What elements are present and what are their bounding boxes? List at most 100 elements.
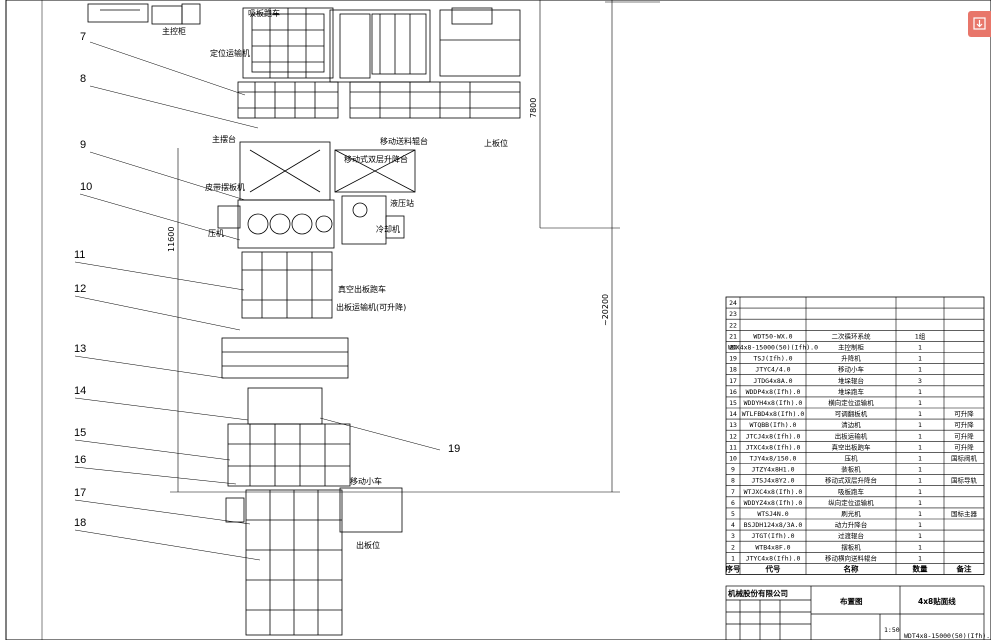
bom-cell-no: 12 xyxy=(729,432,737,440)
balloon-16: 16 xyxy=(74,454,86,466)
bom-cell-note: 国标主器 xyxy=(951,509,978,518)
bom-cell-note: 国标阀机 xyxy=(951,454,978,463)
bom-cell-qty: 1 xyxy=(918,455,922,463)
label-upper-board: 上板位 xyxy=(484,138,508,148)
balloon-18: 18 xyxy=(74,517,86,529)
bom-cell-no: 6 xyxy=(731,499,735,507)
bom-cell-note: 可升降 xyxy=(954,431,974,440)
label-suction-carrier: 吸板跑车 xyxy=(248,8,280,18)
bom-cell-code: WTJXC4x8(Ifh).0 xyxy=(744,488,803,496)
bom-cell-qty: 1 xyxy=(918,388,922,396)
label-transfer-cart: 移动小车 xyxy=(350,476,382,486)
bom-cell-note: 可升降 xyxy=(954,442,974,451)
balloon-13: 13 xyxy=(74,343,86,355)
bom-cell-name: 过渡辊台 xyxy=(838,531,864,540)
bom-cell-name: 横向定位运输机 xyxy=(828,398,874,407)
bom-cell-code: JTCJ4x8(Ifh).0 xyxy=(746,432,801,440)
bom-cell-name: 二次循环系统 xyxy=(832,331,872,340)
bom-cell-name: 压机 xyxy=(845,454,859,463)
balloon-17: 17 xyxy=(74,487,86,499)
bom-cell-name: 出板运输机 xyxy=(835,431,868,440)
bom-cell-code: JTXC4x8(Ifh).0 xyxy=(746,443,801,451)
bom-cell-no: 14 xyxy=(729,410,737,418)
bom-cell-no: 13 xyxy=(729,421,737,429)
bom-cell-no: 18 xyxy=(729,366,737,374)
bom-cell-qty: 1 xyxy=(918,499,922,507)
bom-header-seq: 序号 xyxy=(726,564,741,574)
title-block xyxy=(725,585,985,640)
bom-cell-code: JTGT(Ifh).0 xyxy=(751,532,794,540)
bom-cell-name: 移动横向送料辊台 xyxy=(825,553,877,562)
label-output-board: 出板位 xyxy=(356,540,380,550)
bom-cell-qty: 1 xyxy=(918,432,922,440)
bom-cell-qty: 1 xyxy=(918,410,922,418)
bom-cell-code: TJY4x8/150.0 xyxy=(750,455,797,463)
bom-cell-qty: 1 xyxy=(918,477,922,485)
drawing-code: WDT4x8-15000(50)(Ifh).0 xyxy=(904,632,991,640)
bom-cell-no: 20 xyxy=(729,344,737,352)
bom-cell-code: WTB4x8F.0 xyxy=(755,543,790,551)
bom-cell-no: 19 xyxy=(729,355,737,363)
label-press: 压机 xyxy=(208,228,224,238)
bom-cell-code: WTQBB(Ifh).0 xyxy=(750,421,797,429)
bom-cell-no: 22 xyxy=(729,321,737,329)
bom-cell-qty: 1 xyxy=(918,355,922,363)
bom-cell-no: 23 xyxy=(729,310,737,318)
balloon-10: 10 xyxy=(80,181,92,193)
balloon-8: 8 xyxy=(80,73,86,85)
bom-cell-qty: 1 xyxy=(918,510,922,518)
drawing-frame xyxy=(5,0,991,640)
balloon-9: 9 xyxy=(80,139,86,151)
balloon-15: 15 xyxy=(74,427,86,439)
bom-cell-code: TSJ(Ifh).0 xyxy=(753,355,792,363)
download-icon xyxy=(973,17,986,30)
bom-cell-name: 清边机 xyxy=(841,420,861,429)
bom-cell-name: 动力升降台 xyxy=(835,520,868,529)
bom-cell-code: JTZY4x8H1.0 xyxy=(751,466,794,474)
bom-cell-qty: 1 xyxy=(918,399,922,407)
bom-cell-code: WDT50-WX.0 xyxy=(753,332,792,340)
bom-cell-code: JTYC4/4.0 xyxy=(755,366,790,374)
bom-cell-code: JTDG4x8A.0 xyxy=(753,377,792,385)
bom-cell-name: 可调翻板机 xyxy=(835,409,868,418)
bom-cell-note: 可升降 xyxy=(954,420,974,429)
bom-cell-no: 10 xyxy=(729,455,737,463)
bom-cell-qty: 1 xyxy=(918,443,922,451)
label-belt-machine: 皮带摆板机 xyxy=(205,182,245,192)
balloon-14: 14 xyxy=(74,385,86,397)
bom-header-qty: 数量 xyxy=(913,564,928,574)
label-outfeed: 出板运输机(可升降) xyxy=(336,302,406,312)
bom-header-name: 名称 xyxy=(844,564,859,574)
balloon-19: 19 xyxy=(448,443,460,455)
bom-cell-code: JTSJ4x8Y2.0 xyxy=(751,477,794,485)
bom-cell-no: 3 xyxy=(731,532,735,540)
download-button[interactable] xyxy=(968,11,991,37)
dim-20200: ~20200 xyxy=(601,294,610,326)
bom-cell-qty: 1组 xyxy=(915,331,926,340)
bom-cell-qty: 1 xyxy=(918,421,922,429)
bom-cell-no: 16 xyxy=(729,388,737,396)
bom-cell-no: 11 xyxy=(729,443,737,451)
bom-cell-code: JTYC4x8(Ifh).0 xyxy=(746,554,801,562)
bom-cell-qty: 1 xyxy=(918,532,922,540)
bom-cell-qty: 1 xyxy=(918,488,922,496)
bom-cell-name: 刷光机 xyxy=(841,509,861,518)
bom-cell-no: 8 xyxy=(731,477,735,485)
bom-cell-no: 7 xyxy=(731,488,735,496)
bom-cell-qty: 1 xyxy=(918,466,922,474)
dim-11600: 11600 xyxy=(167,227,176,252)
scale: 1:50 xyxy=(884,626,900,634)
bom-cell-code: WDDP4x8(Ifh).0 xyxy=(746,388,801,396)
bom-cell-code: BSJDH124x8/3A.0 xyxy=(744,521,803,529)
bom-cell-name: 装板机 xyxy=(841,465,861,474)
bom-cell-code: WTSJ4N.0 xyxy=(757,510,788,518)
bom-header-code: 代号 xyxy=(765,564,781,574)
label-vacuum-carrier: 真空出板跑车 xyxy=(338,284,386,294)
dim-7800: 7800 xyxy=(529,98,538,118)
label-hydraulic: 液压站 xyxy=(390,198,414,208)
bom-cell-qty: 1 xyxy=(918,344,922,352)
bom-cell-no: 1 xyxy=(731,554,735,562)
bom-cell-no: 4 xyxy=(731,521,735,529)
